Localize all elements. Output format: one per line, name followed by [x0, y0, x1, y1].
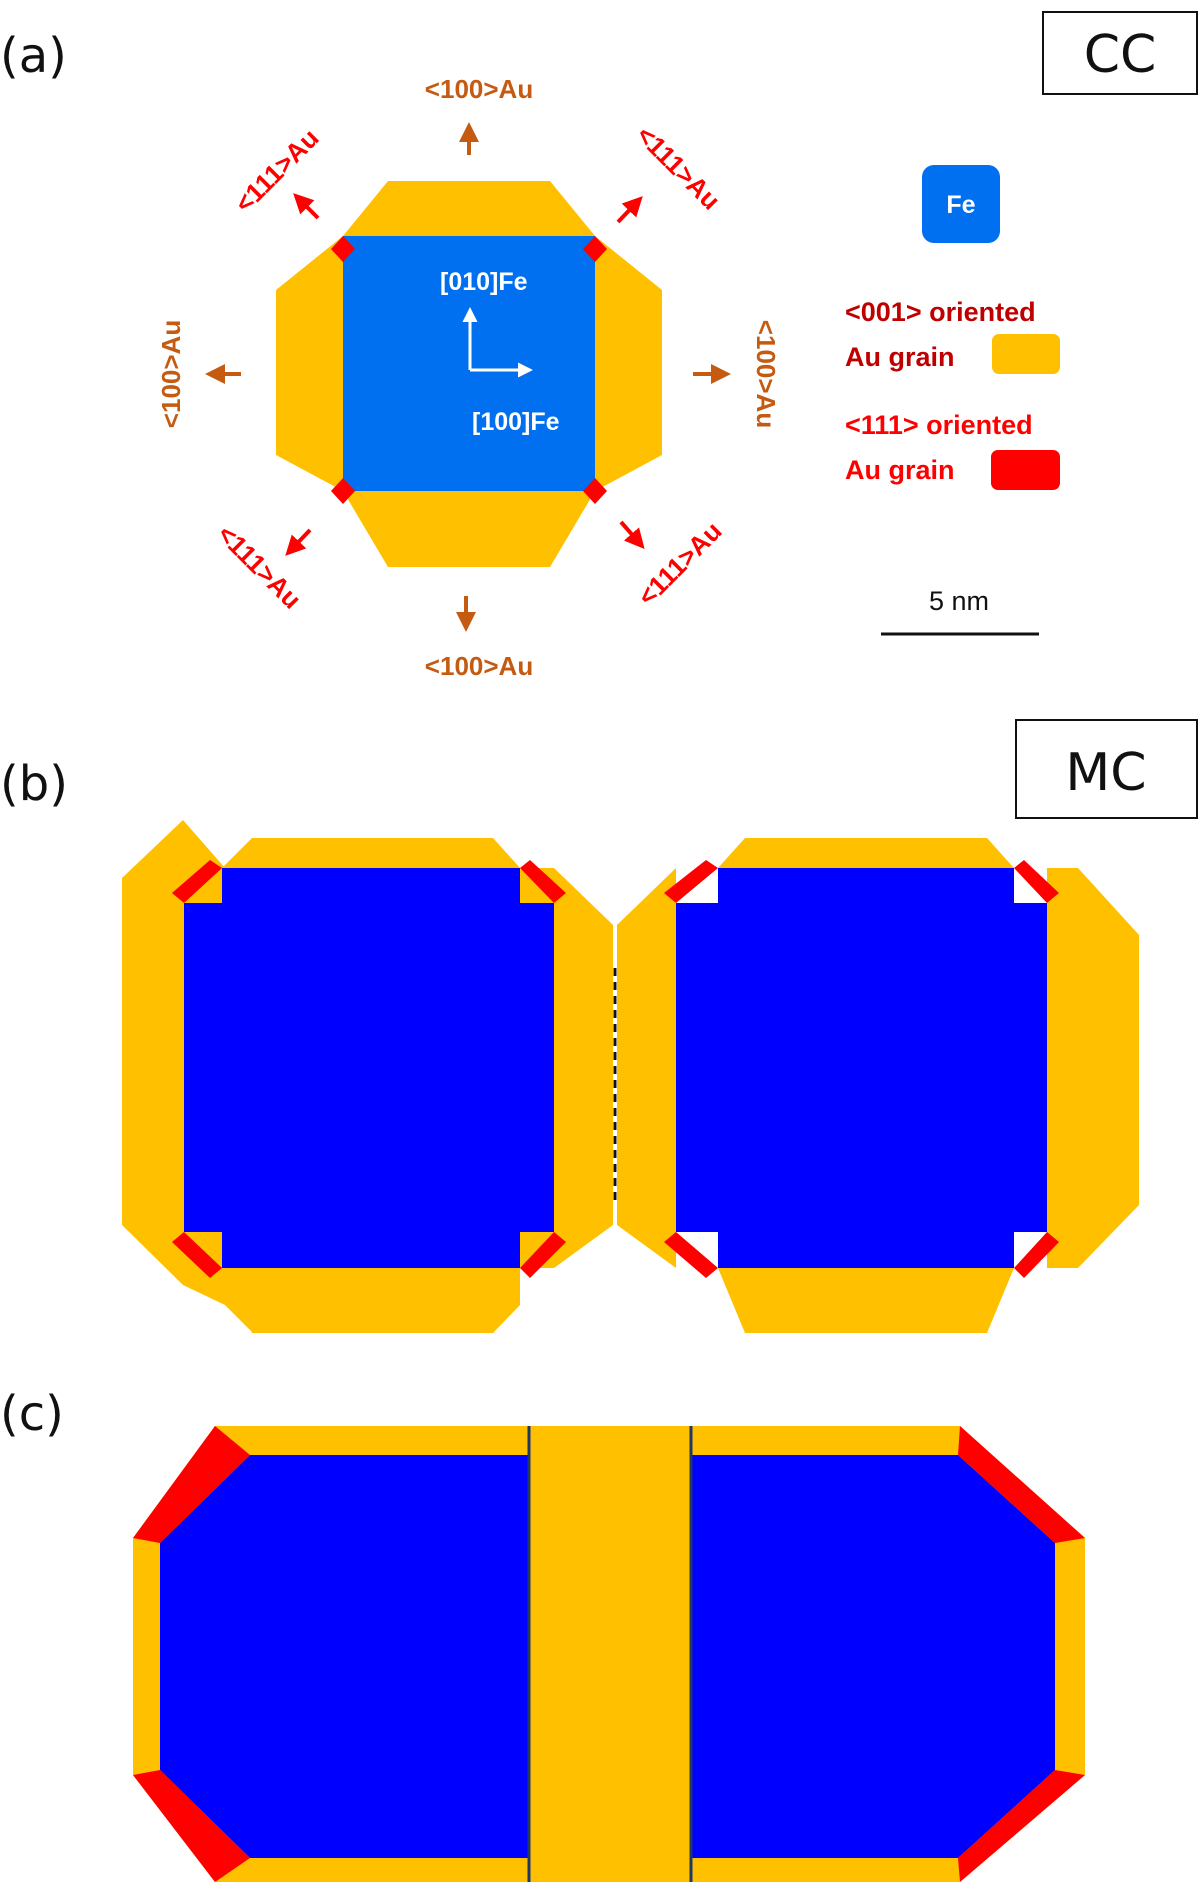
scale-bar-label: 5 nm: [929, 586, 989, 616]
arrow-111-br: [619, 520, 645, 550]
cc-box: [1042, 11, 1198, 95]
panel-b-label: (b): [0, 756, 68, 812]
au111-mc-right-br: [1014, 1232, 1059, 1278]
panel-b: (b) MC: [0, 719, 1198, 1333]
fe-core-c-right: [691, 1455, 1055, 1858]
au111-c-br: [958, 1770, 1085, 1882]
arrow-111-bl: [285, 528, 312, 556]
fe-axis-y-label: [010]Fe: [440, 268, 528, 296]
au111-mc-right-bl: [664, 1232, 718, 1278]
fe-core-mc-right: [676, 868, 1047, 1268]
au111-c-tl: [133, 1426, 250, 1543]
au111-corner-tr-dot: [583, 236, 607, 262]
label-100-left: <100>Au: [156, 320, 186, 428]
au-grain-bottom: [343, 491, 595, 567]
legend-au111-line1: <111> oriented: [845, 410, 1033, 440]
legend-au111-line2: Au grain: [845, 455, 955, 485]
au-grain-right: [595, 236, 662, 491]
label-100-top: <100>Au: [425, 74, 533, 104]
panel-c-label: (c): [0, 1386, 64, 1442]
au111-corner-br-dot: [583, 478, 607, 504]
au111-mc-left-br: [520, 1232, 566, 1278]
au111-c-bl: [133, 1770, 250, 1882]
au-grain-top-right: [718, 838, 1014, 868]
label-100-right: <100>Au: [751, 320, 781, 428]
au111-mc-left-tl: [172, 860, 222, 903]
au-bridge-grain: [529, 1426, 691, 1882]
au-grain-left: [276, 236, 343, 491]
au-grain-left-right: [617, 868, 676, 1268]
legend-au001-swatch: [992, 334, 1060, 374]
mc-box: [1015, 719, 1198, 819]
mc-particle-right: [617, 838, 1139, 1333]
label-111-tl: <111>Au: [229, 123, 325, 219]
label-111-bl: <111>Au: [211, 519, 307, 615]
mc-particle-left: [122, 820, 613, 1333]
au-grain-top-left: [222, 838, 520, 868]
au111-mc-left-tr: [520, 860, 566, 903]
label-111-tr: <111>Au: [630, 120, 726, 216]
arrow-111-tr: [616, 196, 643, 224]
au-grain-bottom-left: [222, 1268, 520, 1333]
label-100-bottom: <100>Au: [425, 651, 533, 681]
legend-au111-swatch: [991, 450, 1060, 490]
au-grain-right-right: [1047, 868, 1139, 1268]
au111-corner-bl-dot: [331, 478, 355, 504]
fe-core-c-left: [160, 1455, 529, 1858]
fe-axis-x-label: [100]Fe: [472, 408, 560, 436]
legend-fe-swatch: [922, 165, 1000, 243]
panel-a: (a) CC [010]Fe [100]Fe <100>Au <100>Au <…: [0, 11, 1198, 681]
legend-fe-label: Fe: [946, 191, 975, 219]
au111-mc-right-tr: [1014, 860, 1059, 903]
au-grain-left-left: [123, 868, 184, 1268]
au111-mc-left-bl: [172, 1232, 222, 1278]
arrow-111-tl: [293, 193, 320, 220]
panel-c: (c): [0, 1386, 1085, 1882]
au111-corner-tl-dot: [331, 236, 355, 262]
mc-label: MC: [1065, 743, 1146, 803]
panel-a-label: (a): [0, 28, 67, 84]
au111-c-tr: [958, 1426, 1085, 1543]
cc-label: CC: [1084, 25, 1157, 85]
legend-au001-line1: <001> oriented: [845, 297, 1036, 327]
fe-core-mc-left: [184, 868, 554, 1268]
au-grain-top: [343, 181, 595, 236]
legend-au001-line2: Au grain: [845, 342, 955, 372]
label-111-br: <111>Au: [632, 516, 728, 612]
au111-mc-right-tl: [664, 860, 718, 903]
au-grain-bottom-right: [718, 1268, 1014, 1333]
